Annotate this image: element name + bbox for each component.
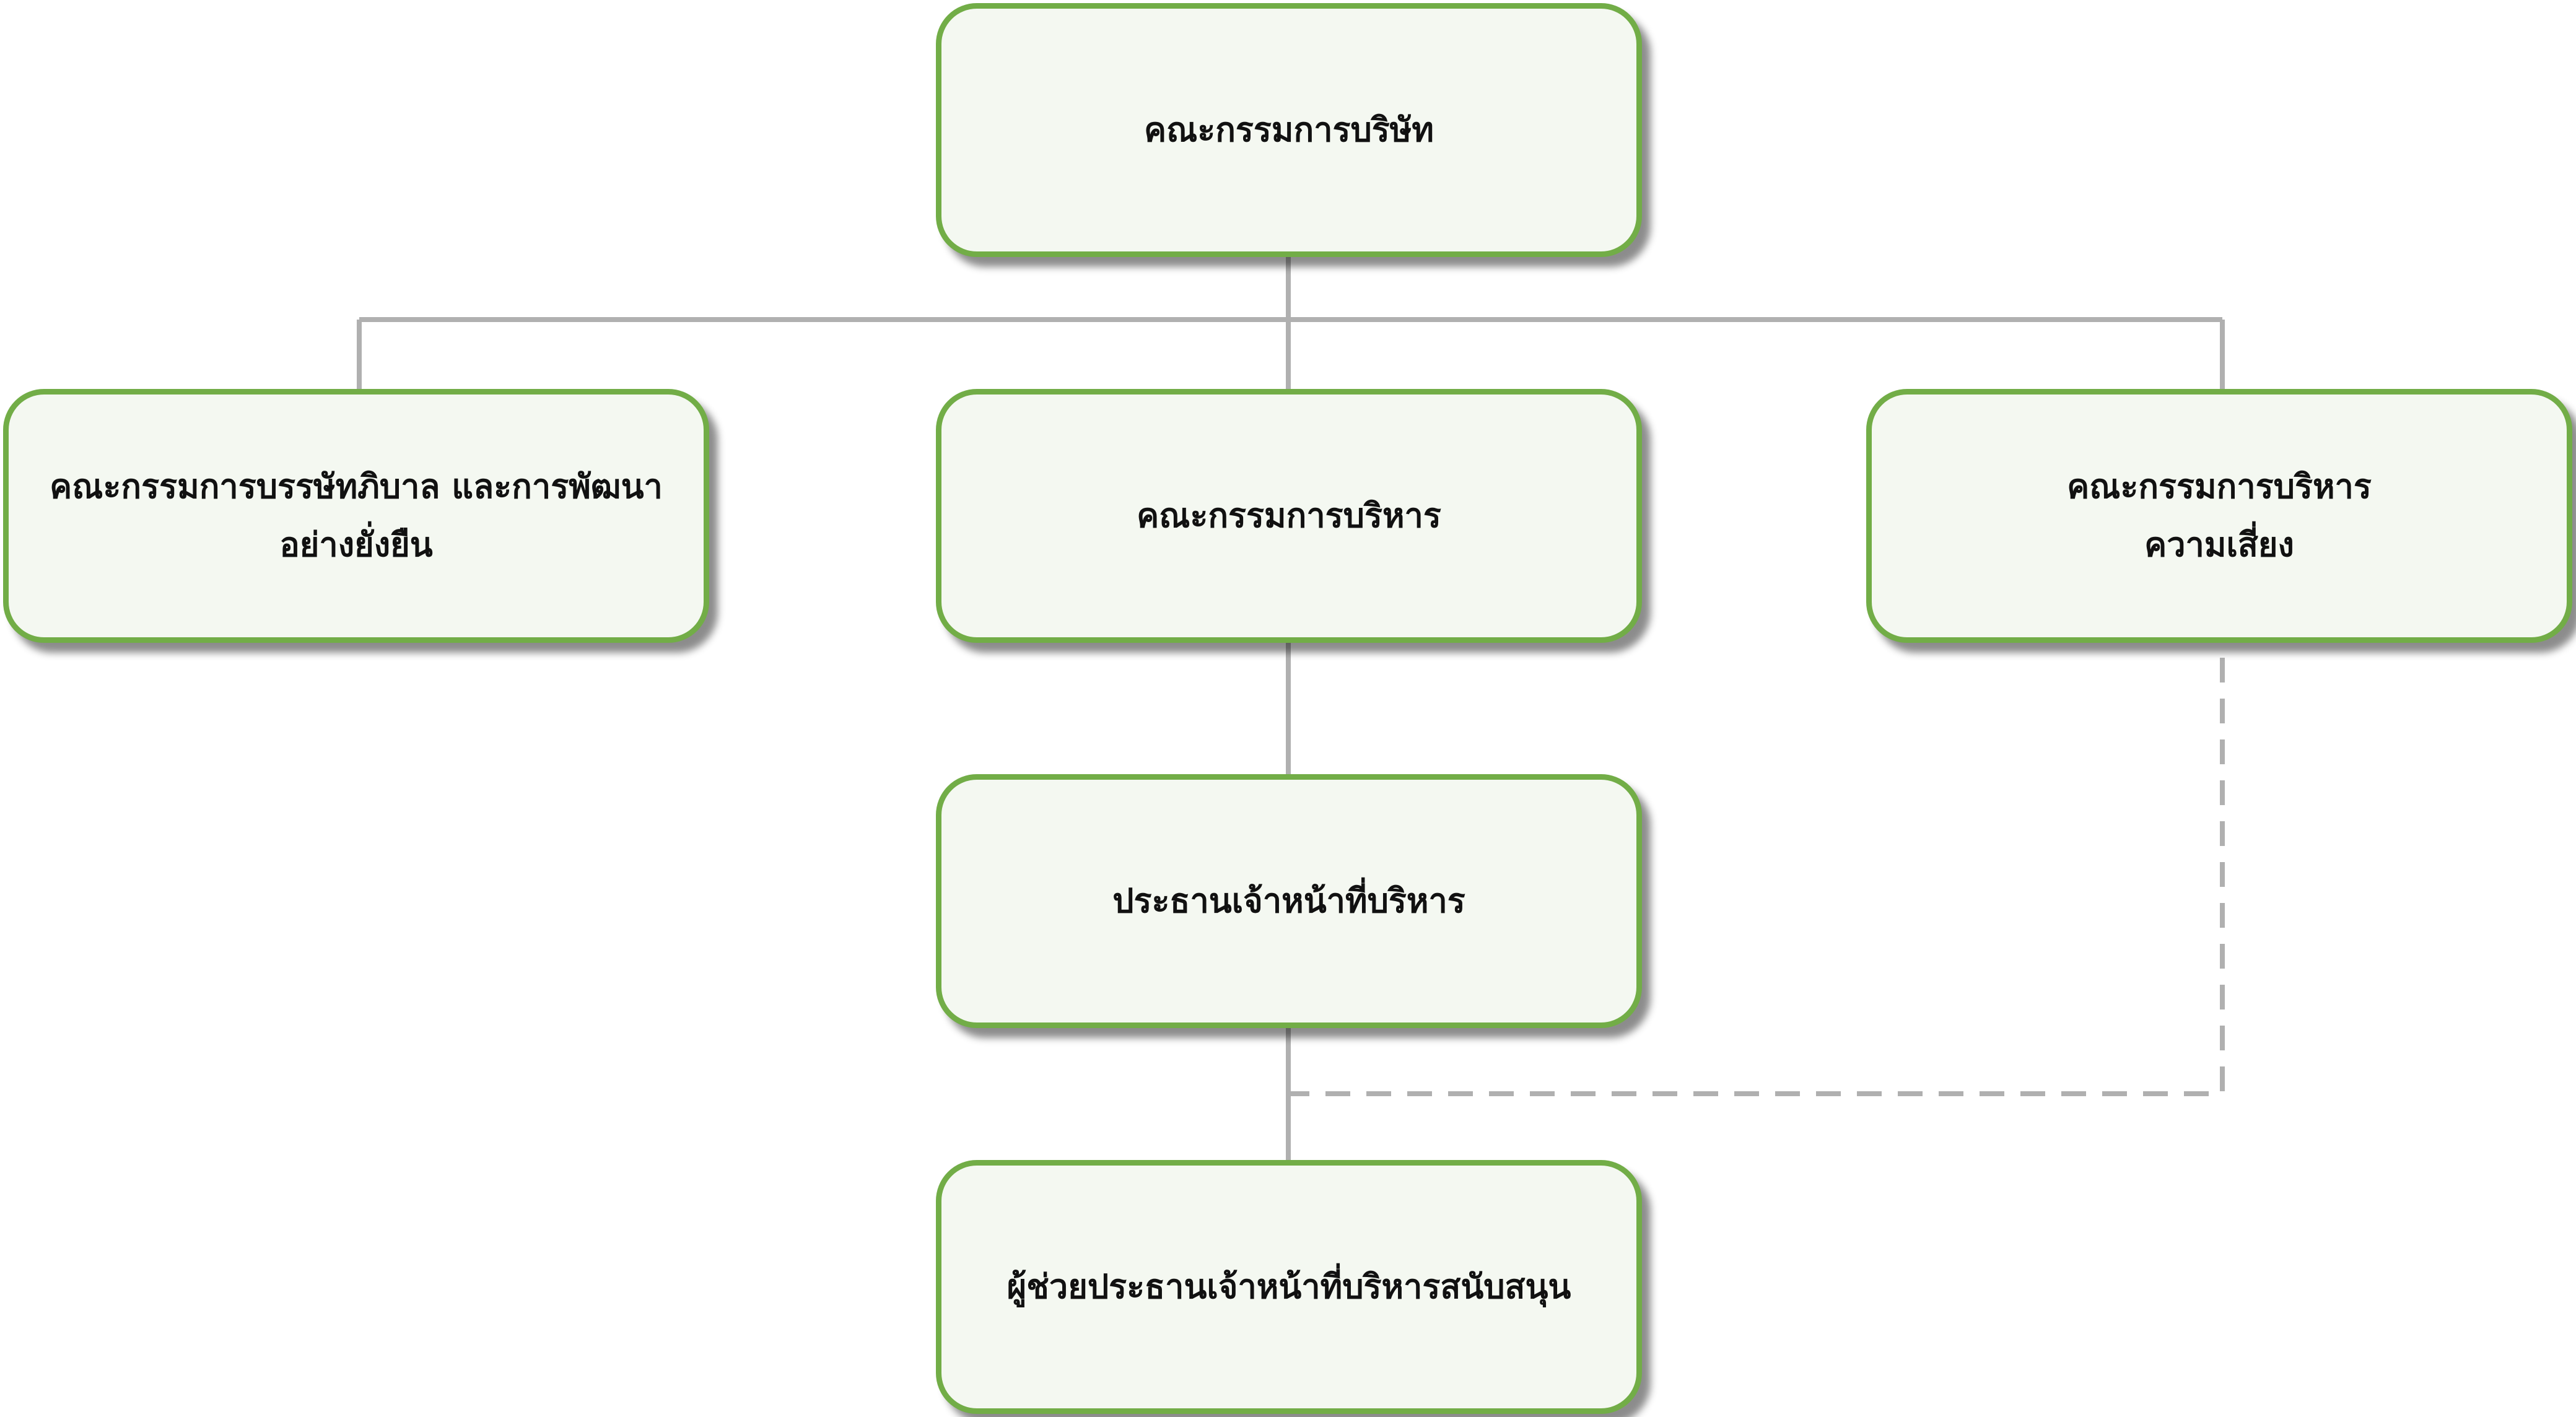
governance-committee-box[interactable]: คณะกรรมการบรรษัทภิบาล และการพัฒนา อย่างย… xyxy=(3,389,709,643)
executive-committee-box[interactable]: คณะกรรมการบริหาร xyxy=(936,389,1642,643)
assistant-ceo-support-box[interactable]: ผู้ช่วยประธานเจ้าหน้าที่บริหารสนับสนุน xyxy=(936,1160,1642,1414)
board-of-directors-box[interactable]: คณะกรรมการบริษัท xyxy=(936,3,1642,257)
assistant-ceo-support-label: ผู้ช่วยประธานเจ้าหน้าที่บริหารสนับสนุน xyxy=(1006,1267,1571,1306)
connector-risk-to-assistant-dashed xyxy=(1288,658,2225,1096)
ceo-box[interactable]: ประธานเจ้าหน้าที่บริหาร xyxy=(936,774,1642,1028)
risk-committee-label: คณะกรรมการบริหาร ความเสี่ยง xyxy=(2067,467,2372,564)
governance-committee-label: คณะกรรมการบรรษัทภิบาล และการพัฒนา อย่างย… xyxy=(50,467,663,564)
ceo-label: ประธานเจ้าหน้าที่บริหาร xyxy=(1112,881,1465,920)
executive-committee-label: คณะกรรมการบริหาร xyxy=(1137,496,1441,535)
board-of-directors-label: คณะกรรมการบริษัท xyxy=(1143,110,1434,149)
risk-committee-box[interactable]: คณะกรรมการบริหาร ความเสี่ยง xyxy=(1866,389,2572,643)
